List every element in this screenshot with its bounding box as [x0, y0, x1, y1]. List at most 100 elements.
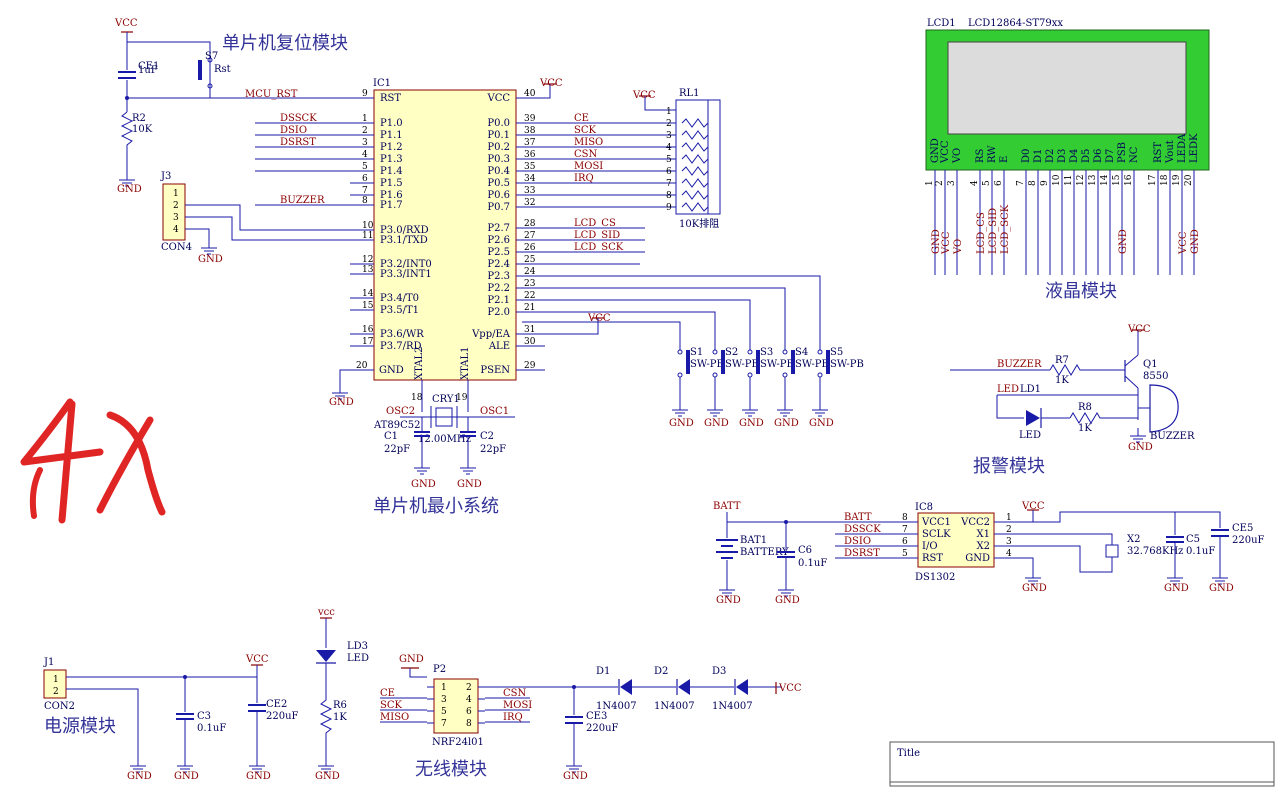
lcd-net: LCD_SID [988, 208, 999, 254]
ic1-pin-name: P0.5 [487, 178, 510, 189]
ic1-pin-name: P1.3 [380, 154, 403, 165]
net-miso: MISO [574, 137, 603, 148]
lcd-pin-name: VO [952, 148, 963, 164]
reset-module-title: 单片机复位模块 [222, 33, 348, 54]
lcd-pin-name: D0 [1021, 149, 1032, 163]
ic1-pin-num: 20 [356, 361, 368, 371]
ic1-pin-name: P3.4/T0 [380, 293, 419, 304]
crystal-circuit: OSC2 OSC1 CRY1 12.00MHz C1 22pF C2 22pF … [384, 394, 515, 490]
lcd-pin-num: 13 [1088, 174, 1098, 186]
ic8-pin-name: X1 [977, 529, 990, 540]
r8-resistor [1069, 412, 1138, 424]
ic1-pin-num: 25 [524, 255, 536, 265]
c2-ref: C2 [480, 431, 494, 442]
ic8-pin-num: 2 [1006, 525, 1012, 535]
power-vcc: VCC [245, 654, 269, 665]
ic8-net: DSRST [844, 548, 880, 559]
alarm-buzzer-net: BUZZER [997, 359, 1042, 370]
c6-ref: C6 [798, 545, 812, 556]
p2-net-sck: SCK [380, 700, 403, 711]
ce5-gnd: GND [1209, 583, 1234, 594]
ic1-pin-name: P1.0 [380, 118, 403, 129]
ic1-pin-name: P1.2 [380, 142, 403, 153]
switch-value: SW-PB [725, 359, 759, 370]
switch-ref: S3 [760, 347, 773, 358]
net-dssck: DSSCK [280, 113, 317, 124]
switch-gnd: GND [669, 418, 694, 429]
p2-body [433, 678, 479, 734]
lcd-pin-num: 7 [1016, 180, 1026, 186]
ic1-pin-num: 13 [362, 265, 374, 275]
ic1-pin-name: ALE [488, 341, 510, 352]
diode-ref: D1 [596, 666, 610, 677]
ce1-ref: 1uF [138, 65, 158, 76]
c1-gnd: GND [411, 479, 436, 490]
ic1-pin-name: VCC [486, 93, 510, 104]
ce3-value: 220uF [586, 723, 619, 734]
ic1-xtal1: XTAL1 [460, 347, 471, 380]
switch-ref: S2 [725, 347, 738, 358]
net-csn: CSN [574, 149, 598, 160]
diode-value: 1N4007 [712, 701, 753, 712]
reset-vcc-label: VCC [114, 18, 138, 29]
lcd-pin-num: 20 [1184, 174, 1194, 186]
switch-gnd: GND [704, 418, 729, 429]
switch-ref: S5 [830, 347, 843, 358]
lcd-pin-num: 16 [1124, 174, 1134, 186]
lcd-pin-num: 12 [1076, 175, 1086, 186]
lcd-pin-num: 5 [982, 180, 992, 186]
net-lcd-sck: LCD_SCK [574, 242, 624, 253]
ic1-body [373, 89, 517, 381]
ic1-pin-num: 6 [362, 174, 368, 184]
ic1-pin-name: P1.7 [380, 200, 403, 211]
net-dsrst: DSRST [280, 137, 316, 148]
ic1-pin-num: 28 [524, 219, 536, 229]
ce3-ref: CE3 [586, 711, 607, 722]
switch-value: SW-PB [795, 359, 829, 370]
batt-label: BATT [713, 501, 741, 512]
ic1-pin-name: P3.6/WR [380, 329, 424, 340]
lcd-pin-num: 11 [1064, 175, 1074, 186]
lcd-pin-name: RS [975, 148, 986, 163]
ic1-pin-num: 5 [362, 162, 368, 172]
ic1-pin-num: 38 [524, 126, 536, 136]
ic1-pin-name: P2.1 [487, 295, 510, 306]
ic1-pin-name: RST [380, 93, 401, 104]
lcd-pin-name: D2 [1045, 149, 1056, 163]
title-block-title: Title [897, 748, 920, 759]
ic1-pin-name: P3.5/T1 [380, 305, 419, 316]
ic8-pin-name: X2 [977, 541, 990, 552]
ic1-pin-name: P0.0 [487, 118, 510, 129]
ic1-pin-num: 12 [362, 255, 373, 265]
ic1-pin-name: P0.3 [487, 154, 510, 165]
switch-ref: S4 [795, 347, 808, 358]
lcd-module: LCD1 LCD12864-ST79xx GND1VCC2VO3RS4RW5E6… [925, 18, 1210, 302]
lcd-pin-num: 17 [1148, 174, 1158, 186]
lcd-net: GND [1190, 229, 1201, 254]
rl1-pin: 5 [666, 155, 672, 165]
ic1-pin-name: P2.3 [487, 271, 510, 282]
ic1-pin-name: P2.5 [487, 247, 510, 258]
r7-ref: R7 [1055, 355, 1069, 366]
ld3-vcc: vcc [317, 607, 335, 618]
ce3-gnd: GND [563, 771, 588, 782]
p2-pin: 3 [441, 695, 447, 705]
ic8-pin-num: 5 [902, 549, 908, 559]
ic1-pin-num: 7 [362, 186, 368, 196]
j1-part: CON2 [44, 701, 75, 712]
p1-nets: DSSCK DSIO DSRST BUZZER [255, 113, 368, 206]
alarm-module: VCC BUZZER R7 1K Q1 8550 LED LD1 LED R8 … [950, 324, 1195, 477]
ic1-pin-num: 26 [524, 243, 536, 253]
lcd-pin-num: 4 [970, 180, 980, 186]
ic1-pin-num: 27 [524, 231, 536, 241]
ic1-pin-num: 1 [362, 114, 368, 124]
ic8-pin-name: VCC2 [960, 517, 990, 528]
lcd-pin-name: PSB [1117, 142, 1128, 163]
bat1-value: BATTERY [740, 547, 789, 558]
lcd-pin-name: LEDA [1177, 133, 1188, 163]
ic1-pin-num: 37 [524, 138, 536, 148]
